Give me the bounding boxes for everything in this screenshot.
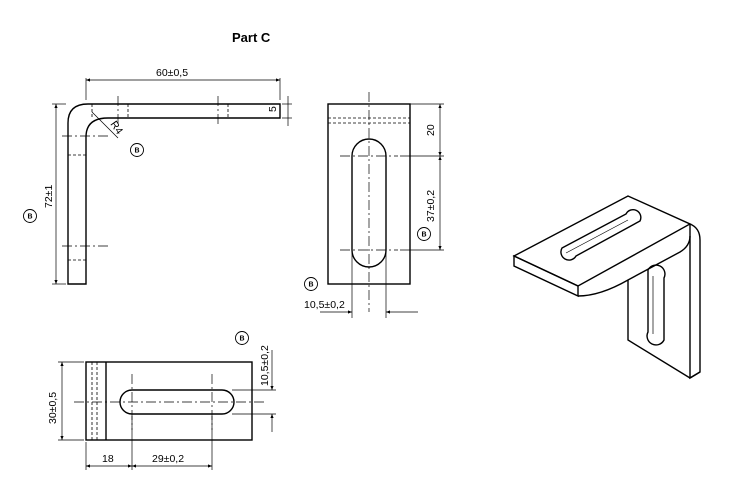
svg-text:B: B [28,214,33,221]
svg-text:B: B [240,336,245,343]
dim-slot-top-offset: 20 [425,124,437,136]
drawing-title: Part C [232,30,271,45]
dim-radius: R4 [108,119,126,137]
bottom-view: 30±0,5 10,5±0,2 18 29±0,2 B [47,331,276,470]
dim-depth: 30±0,5 [47,392,59,424]
dim-slot-width-bottom: 10,5±0,2 [259,345,271,386]
dim-slot-length-bottom: 29±0,2 [152,453,184,465]
surface-marker-b: B [23,209,37,223]
dim-slot-width-front: 10,5±0,2 [304,299,345,311]
dim-height: 72±1 [43,185,55,208]
svg-text:B: B [422,232,427,239]
dim-thickness: 5 [267,106,279,112]
surface-marker-b: B [304,277,318,291]
svg-text:B: B [309,282,314,289]
front-view: 20 37±0,2 10,5±0,2 B B [304,92,444,318]
surface-marker-b: B [130,143,144,157]
svg-text:B: B [135,148,140,155]
dim-width-top: 60±0,5 [156,67,188,79]
isometric-view [512,195,701,380]
dim-slot-offset-bottom: 18 [102,453,114,465]
dim-slot-length-vertical: 37±0,2 [425,190,437,222]
surface-marker-b: B [417,227,431,241]
side-view: 60±0,5 5 R4 72±1 B B [23,67,292,285]
surface-marker-b: B [235,331,249,345]
